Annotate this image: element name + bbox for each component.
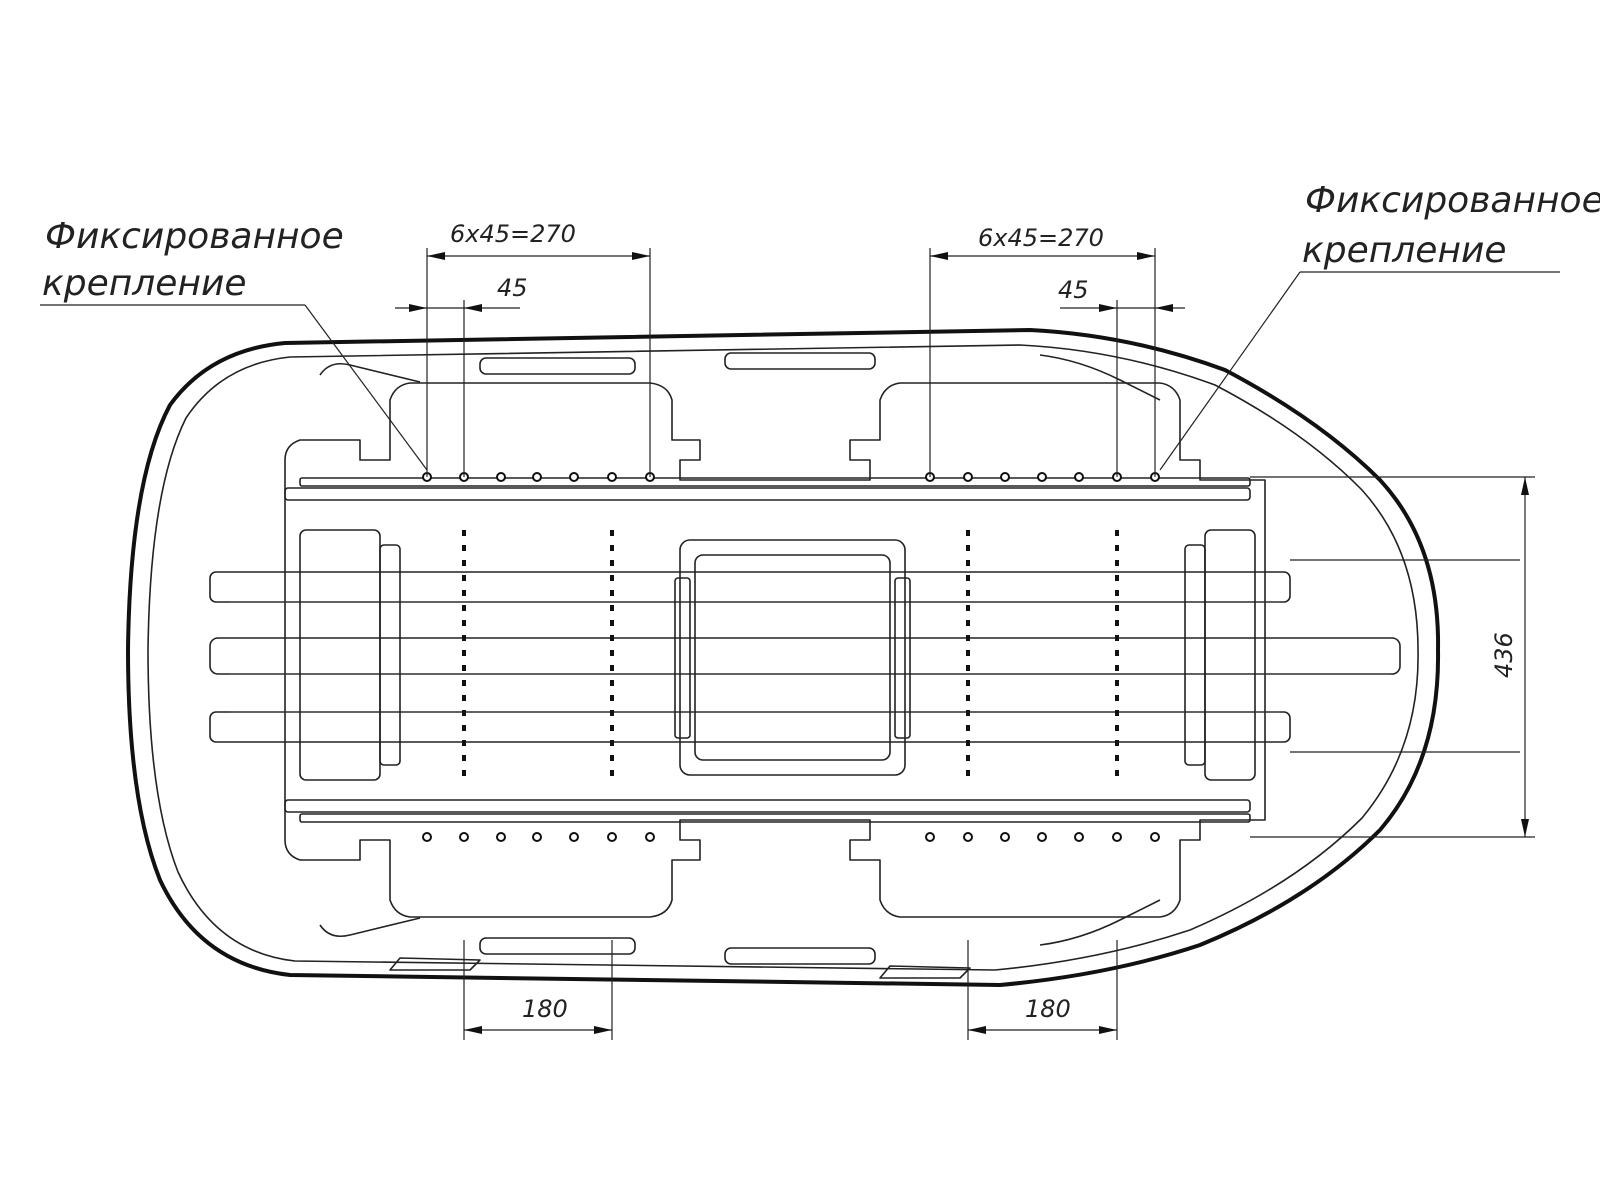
bottom-left-holes	[422, 832, 655, 842]
mounting-hole	[645, 832, 655, 842]
mounting-hole	[569, 832, 579, 842]
mounting-hole	[532, 472, 542, 482]
dimension-width	[1250, 476, 1535, 838]
mounting-hole	[607, 832, 617, 842]
top-left-holes	[422, 472, 655, 482]
dimension-top-right-span: 6x45=270	[978, 224, 1104, 252]
dimension-width-value: 436	[1490, 632, 1518, 678]
mounting-hole	[532, 832, 542, 842]
mounting-hole	[569, 472, 579, 482]
dimension-bottom-right-span: 180	[1025, 995, 1071, 1023]
dimension-bottom-right	[967, 940, 1118, 1040]
mounting-hole	[1074, 832, 1084, 842]
mounting-hole	[925, 832, 935, 842]
mounting-hole	[1150, 832, 1160, 842]
mounting-axis-lines	[462, 530, 1119, 780]
leader-lines	[40, 271, 1560, 471]
cross-members	[299, 529, 1256, 781]
mounting-hole	[1112, 832, 1122, 842]
dimension-bottom-left	[463, 940, 613, 1040]
right-label-line1: Фиксированное	[1305, 180, 1600, 221]
dimension-top-right-step: 45	[1058, 276, 1089, 304]
inner-tray	[284, 382, 1266, 918]
mounting-hole	[459, 832, 469, 842]
rails	[209, 477, 1401, 823]
dimension-top-left-span: 6x45=270	[450, 220, 576, 248]
mounting-hole	[1000, 832, 1010, 842]
box-outline	[126, 328, 1441, 987]
right-label-line2: крепление	[1302, 230, 1507, 271]
mounting-hole	[1037, 832, 1047, 842]
mounting-hole	[1000, 472, 1010, 482]
mounting-hole	[422, 832, 432, 842]
top-right-holes	[925, 472, 1160, 482]
left-label-line1: Фиксированное	[45, 216, 344, 257]
dimension-top-left	[395, 248, 651, 477]
mounting-hole	[1037, 472, 1047, 482]
slots	[319, 352, 1161, 979]
mounting-hole	[963, 472, 973, 482]
dimension-top-left-step: 45	[497, 274, 528, 302]
mounting-hole	[607, 472, 617, 482]
mounting-hole	[496, 832, 506, 842]
dimension-top-right	[929, 248, 1185, 477]
mounting-hole	[1074, 472, 1084, 482]
left-label-line2: крепление	[42, 263, 247, 304]
mounting-hole	[496, 472, 506, 482]
dimension-bottom-left-span: 180	[522, 995, 568, 1023]
mounting-hole	[963, 832, 973, 842]
bottom-right-holes	[925, 832, 1160, 842]
